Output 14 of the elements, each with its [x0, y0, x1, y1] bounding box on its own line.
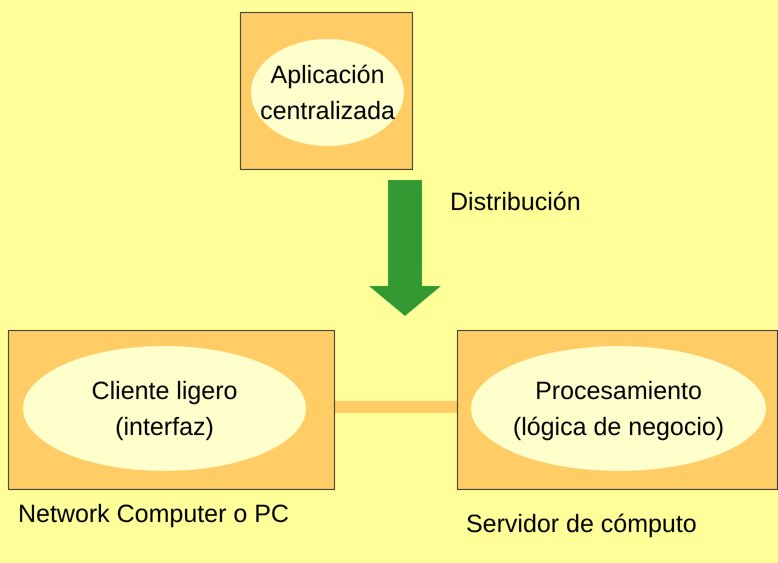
rectangle-box — [240, 12, 413, 170]
block-arrow — [369, 180, 441, 316]
ellipse-node — [471, 346, 766, 471]
rectangle-box — [8, 330, 335, 490]
edge-label: Distribución — [450, 188, 581, 217]
node-label: Procesamiento (lógica de negocio) — [512, 376, 726, 442]
ellipse-node — [23, 346, 306, 471]
node-caption: Network Computer o PC — [18, 499, 290, 530]
node-caption: Servidor de cómputo — [466, 509, 698, 540]
ellipse-node — [251, 39, 404, 146]
connector-line — [335, 401, 457, 413]
rectangle-box — [457, 330, 778, 490]
node-label: Aplicación centralizada — [259, 60, 396, 126]
node-label: Cliente ligero (interfaz) — [90, 376, 238, 442]
